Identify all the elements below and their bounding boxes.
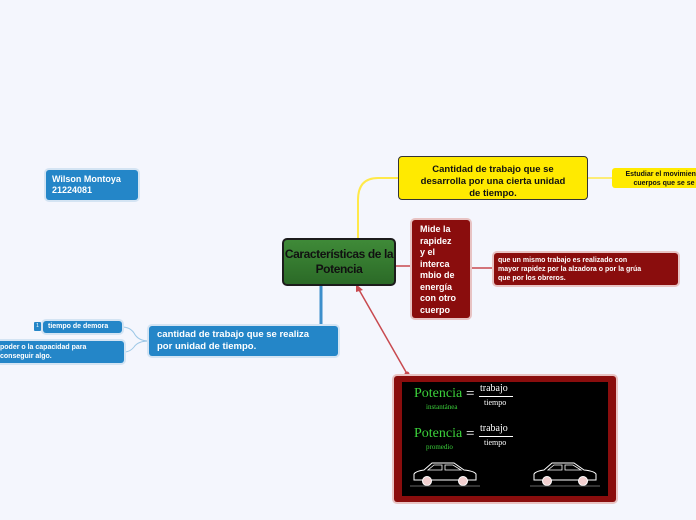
red-line: energía	[420, 281, 453, 292]
author-id: 21224081	[52, 185, 93, 195]
formula-eq-1: =	[466, 386, 475, 402]
left-main-line1: cantidad de trabajo que se realiza	[157, 329, 310, 340]
blackboard-image: Potencia instantánea = trabajo tiempo Po…	[402, 382, 608, 496]
left-sub-node-time[interactable]: tiempo de demora	[43, 321, 122, 333]
arrow-head-icon	[356, 284, 363, 292]
red-line: Mide la	[420, 224, 451, 234]
left-main-line2: por unidad de tiempo.	[157, 341, 257, 352]
formula-den-2: tiempo	[484, 438, 507, 447]
red-line: interca	[420, 258, 450, 269]
central-topic[interactable]: Características de la Potencia	[282, 238, 396, 286]
connector-blue-small2	[123, 340, 150, 353]
red-line: cuerpo	[420, 304, 451, 315]
formula-sub-2: promedio	[426, 443, 453, 451]
central-line1: Características de la	[284, 247, 394, 261]
red-line: mbio de	[420, 270, 455, 280]
red-sub-line1: que un mismo trabajo es realizado con	[498, 257, 628, 264]
red-line: con otro	[420, 293, 456, 303]
formula-word-1: Potencia	[414, 386, 463, 401]
connector-yellow	[357, 177, 398, 238]
red-example-node[interactable]: que un mismo trabajo es realizado con ma…	[494, 253, 678, 285]
formula-eq-2: =	[466, 426, 475, 442]
yellow-line1: Cantidad de trabajo que se	[432, 164, 554, 175]
yellow-definition-node[interactable]: Cantidad de trabajo que se desarrolla po…	[398, 156, 588, 200]
left-sub-time-label: tiempo de demora	[48, 323, 109, 330]
connector-image	[357, 287, 407, 373]
red-line: rapidez	[420, 235, 452, 246]
yellow-sub-line1: Estudiar el movimiento	[625, 171, 696, 178]
note-badge[interactable]: 1	[34, 322, 41, 331]
fraction-bar-2	[479, 436, 513, 437]
yellow-sub-node[interactable]: Estudiar el movimiento cuerpos que se se	[612, 168, 696, 188]
red-line: y el	[420, 247, 436, 257]
formula-image-node[interactable]: Potencia instantánea = trabajo tiempo Po…	[394, 376, 616, 502]
formula-num-2: trabajo	[480, 423, 508, 434]
formula-num-1: trabajo	[480, 383, 508, 394]
car-left-icon	[410, 462, 480, 487]
car-right-icon	[530, 462, 600, 487]
fraction-bar-1	[479, 396, 513, 397]
author-name: Wilson Montoya	[52, 174, 121, 184]
yellow-line2: desarrolla por una cierta unidad	[420, 176, 566, 187]
connector-blue-small1	[121, 326, 150, 342]
formula-word-2: Potencia	[414, 426, 463, 441]
yellow-line3: de tiempo.	[469, 188, 517, 199]
connector-dot	[404, 371, 410, 377]
red-sub-line2: mayor rapidez por la alzadora o por la g…	[498, 266, 642, 273]
central-line2: Potencia	[315, 262, 363, 276]
red-measure-node[interactable]: Mide la rapidez y el interca mbio de ene…	[412, 220, 470, 318]
formula-sub-1: instantánea	[426, 403, 458, 411]
yellow-sub-line2: cuerpos que se se	[633, 180, 695, 187]
left-definition-node[interactable]: cantidad de trabajo que se realiza por u…	[149, 326, 338, 356]
left-sub-node-power[interactable]: poder o la capacidad para conseguir algo…	[0, 341, 124, 363]
formula-den-1: tiempo	[484, 398, 507, 407]
red-sub-line3: que por los obreros.	[498, 275, 566, 282]
author-node[interactable]: Wilson Montoya 21224081	[46, 170, 138, 200]
left-sub-power-line2: conseguir algo.	[0, 353, 52, 360]
left-sub-power-line1: poder o la capacidad para	[0, 344, 87, 351]
